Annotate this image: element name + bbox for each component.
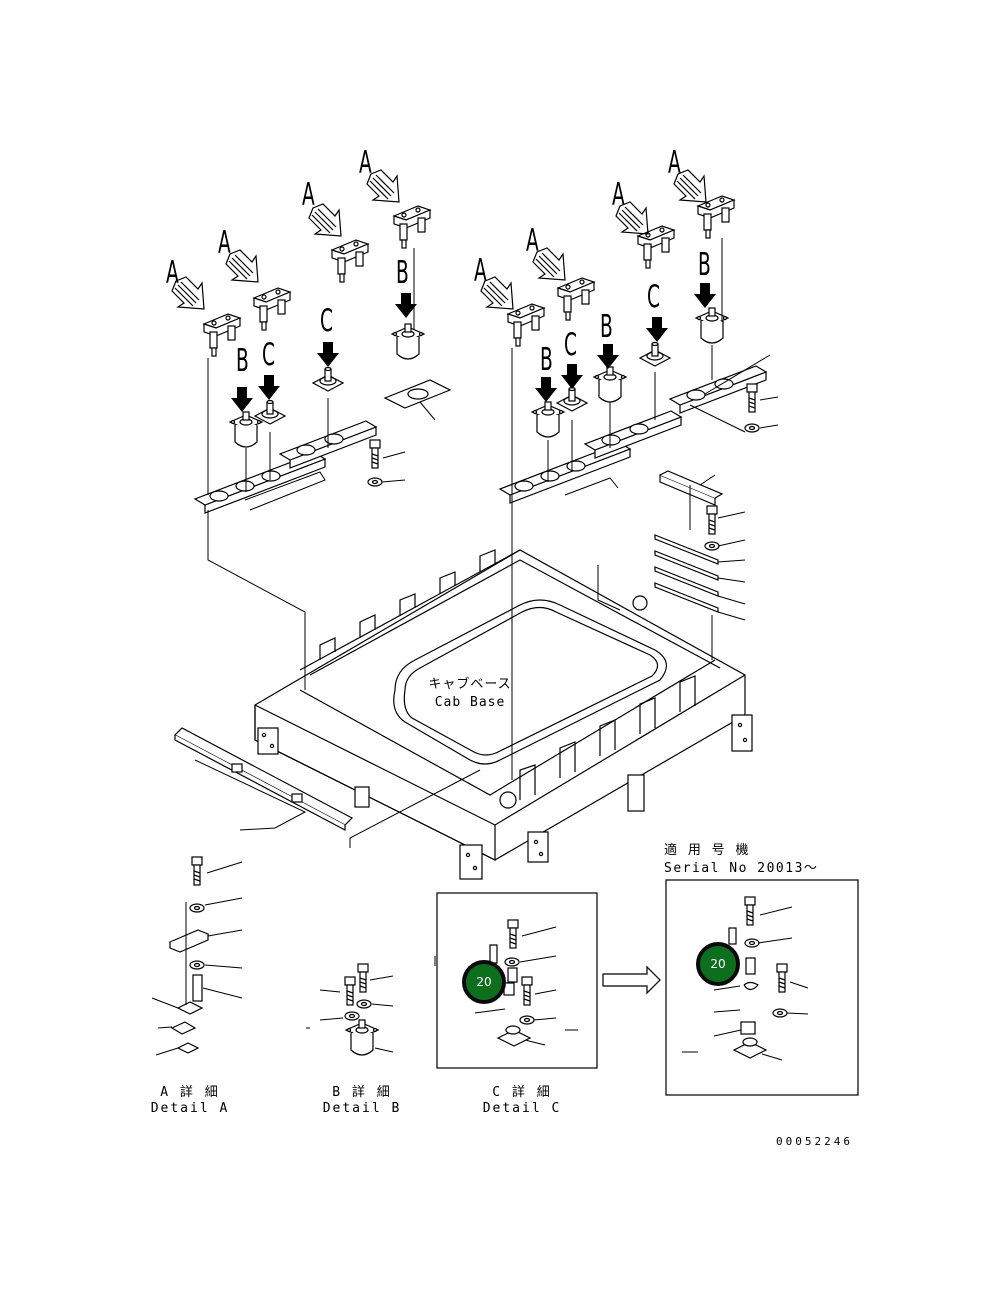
- detail-c-caption-jp: C 詳 細: [492, 1085, 552, 1100]
- view-label-a: A: [612, 177, 625, 213]
- detail-b-parts: [306, 963, 394, 1056]
- view-label-a: A: [474, 253, 487, 289]
- detail-b-caption-jp: B 詳 細: [332, 1085, 392, 1100]
- serial-label-en: Serial No 20013～: [664, 861, 819, 876]
- serial-label-jp: 適 用 号 機: [664, 843, 750, 858]
- detail-b-caption-en: Detail B: [322, 1101, 402, 1116]
- detail-c-box: [434, 892, 598, 1069]
- view-label-a: A: [359, 145, 372, 181]
- detail-a-caption-jp: A 詳 細: [160, 1085, 220, 1100]
- detail-b-caption: B 詳 細 Detail B: [312, 1085, 412, 1117]
- leader-lines: [194, 238, 779, 848]
- cab-base-frame: [254, 549, 753, 880]
- cab-base-label-en: Cab Base: [434, 695, 506, 710]
- view-label-c: C: [564, 327, 577, 363]
- serial-label: 適 用 号 機 Serial No 20013～: [664, 842, 818, 878]
- cab-base-label: キャブベース Cab Base: [420, 676, 520, 712]
- detail-c-caption-en: Detail C: [482, 1101, 562, 1116]
- cab-base-label-jp: キャブベース: [428, 677, 512, 692]
- transition-arrow: [602, 965, 661, 995]
- detail-a-caption-en: Detail A: [150, 1101, 230, 1116]
- view-label-b: B: [236, 343, 249, 379]
- drawing-number: 00052246: [776, 1135, 853, 1148]
- left-group: [194, 205, 452, 514]
- callout-badge[interactable]: 20: [462, 960, 506, 1004]
- view-label-b: B: [396, 255, 409, 291]
- view-label-a: A: [668, 145, 681, 181]
- right-group: [499, 195, 767, 613]
- view-label-c: C: [320, 303, 333, 339]
- view-label-a: A: [526, 223, 539, 259]
- view-label-c: C: [647, 279, 660, 315]
- view-label-a: A: [302, 177, 315, 213]
- callout-badge[interactable]: 20: [696, 942, 740, 986]
- detail-c-caption: C 詳 細 Detail C: [472, 1085, 572, 1117]
- view-label-b: B: [600, 309, 613, 345]
- view-label-b: B: [540, 342, 553, 378]
- view-label-a: A: [218, 225, 231, 261]
- view-arrows: [171, 169, 716, 412]
- view-label-b: B: [698, 247, 711, 283]
- view-label-a: A: [166, 255, 179, 291]
- view-label-c: C: [262, 337, 275, 373]
- serial-detail-box: [665, 879, 859, 1096]
- detail-a-parts: [151, 856, 243, 1056]
- detail-a-caption: A 詳 細 Detail A: [140, 1085, 240, 1117]
- side-rail: [174, 727, 353, 831]
